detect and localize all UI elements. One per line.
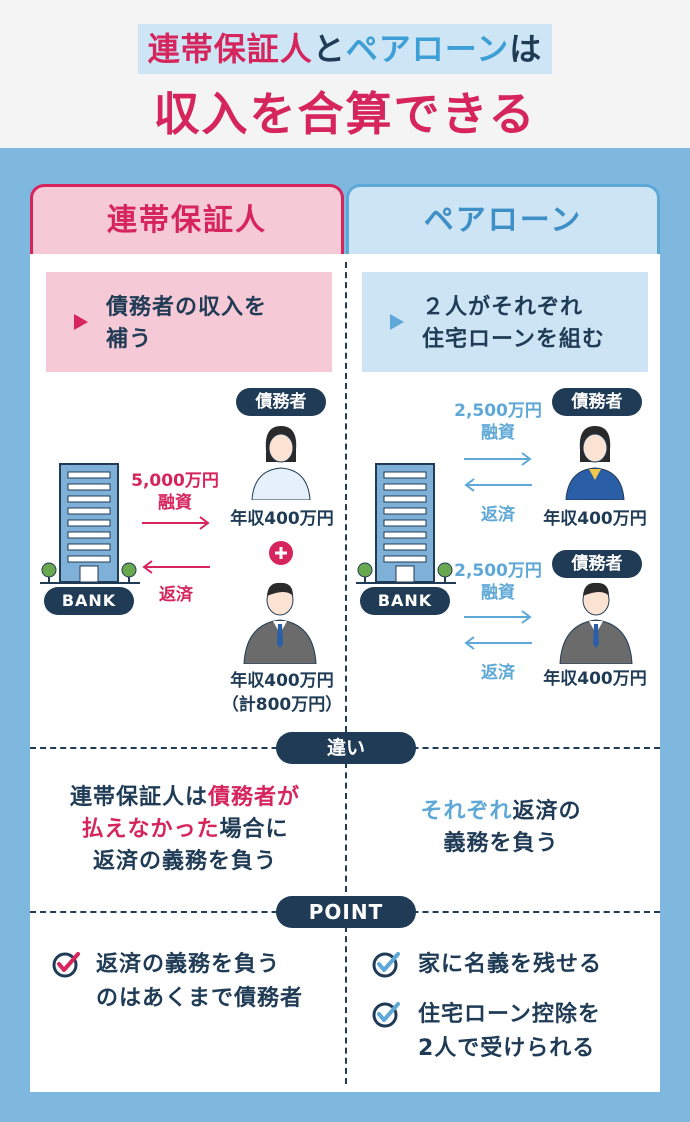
tab-pairloan: ペアローン (346, 184, 660, 254)
repay-arrow-icon (464, 478, 532, 492)
loan-arrow-icon (142, 516, 210, 530)
woman-person-icon (251, 426, 311, 500)
check-icon (372, 952, 400, 978)
difference-text-guarantor: 連帯保証人は債務者が 払えなかった場合に 返済の義務を負う (69, 785, 301, 874)
summary-box-guarantor: 債務者の収入を補う (46, 272, 332, 372)
repay-label-2: 返済 (481, 663, 515, 683)
header-term-pairloan: ペアローン (345, 30, 510, 68)
bank-building-icon (40, 463, 140, 584)
triangle-icon (74, 314, 88, 330)
man-person-icon (243, 582, 317, 664)
header-line1: 連帯保証人とペアローンは (0, 24, 690, 74)
header-particle: は (509, 30, 543, 68)
header-conj: と (312, 30, 346, 68)
point-left-1: 返済の義務を負うのはあくまで債務者 (96, 952, 304, 1011)
summary-box-pairloan: ２人がそれぞれ住宅ローンを組む (362, 272, 648, 372)
divider-vertical-mid (345, 762, 347, 892)
divider-vertical-top (345, 262, 347, 732)
repay-arrow-icon (142, 560, 210, 574)
bank-label: BANK (44, 587, 134, 615)
repay-label-1: 返済 (481, 505, 515, 525)
income-label-2: 年収400万円 (543, 669, 647, 689)
triangle-icon (390, 314, 404, 330)
plus-icon (269, 541, 293, 565)
summary-text-guarantor: 債務者の収入を補う (106, 295, 268, 352)
total-income-label: （計800万円） (221, 695, 343, 715)
income-label-2: 年収400万円 (230, 671, 334, 691)
bank-label: BANK (360, 587, 450, 615)
difference-text-pairloan: それぞれ返済の 義務を負う (420, 799, 582, 856)
point-badge: POINT (276, 896, 416, 928)
header-term-guarantor: 連帯保証人 (147, 30, 313, 68)
loan-amount-label-1: 2,500万円融資 (454, 401, 542, 443)
check-icon (52, 952, 80, 978)
man-person-icon (559, 582, 633, 664)
summary-text-pairloan: ２人がそれぞれ住宅ローンを組む (422, 295, 605, 352)
repay-arrow-icon (464, 636, 532, 650)
debtor-badge-1: 債務者 (552, 388, 642, 416)
point-right-1: 家に名義を残せる (418, 952, 603, 977)
income-label-1: 年収400万円 (543, 509, 647, 529)
loan-arrow-icon (464, 610, 532, 624)
loan-amount-label: 5,000万円融資 (131, 471, 219, 513)
check-icon (372, 1002, 400, 1028)
debtor-badge-2: 債務者 (552, 550, 642, 578)
divider-vertical-bottom (345, 926, 347, 1084)
income-label-1: 年収400万円 (230, 509, 334, 529)
repay-label: 返済 (159, 585, 193, 605)
header-title: 収入を合算できる (153, 87, 537, 141)
difference-badge: 違い (276, 732, 416, 764)
loan-arrow-icon (464, 452, 532, 466)
debtor-badge: 債務者 (236, 388, 326, 416)
header-highlight: 連帯保証人とペアローンは (137, 24, 553, 74)
loan-amount-label-2: 2,500万円融資 (454, 561, 542, 603)
bank-building-icon (356, 463, 456, 584)
tab-guarantor: 連帯保証人 (30, 184, 344, 254)
woman-person-icon (565, 426, 625, 500)
